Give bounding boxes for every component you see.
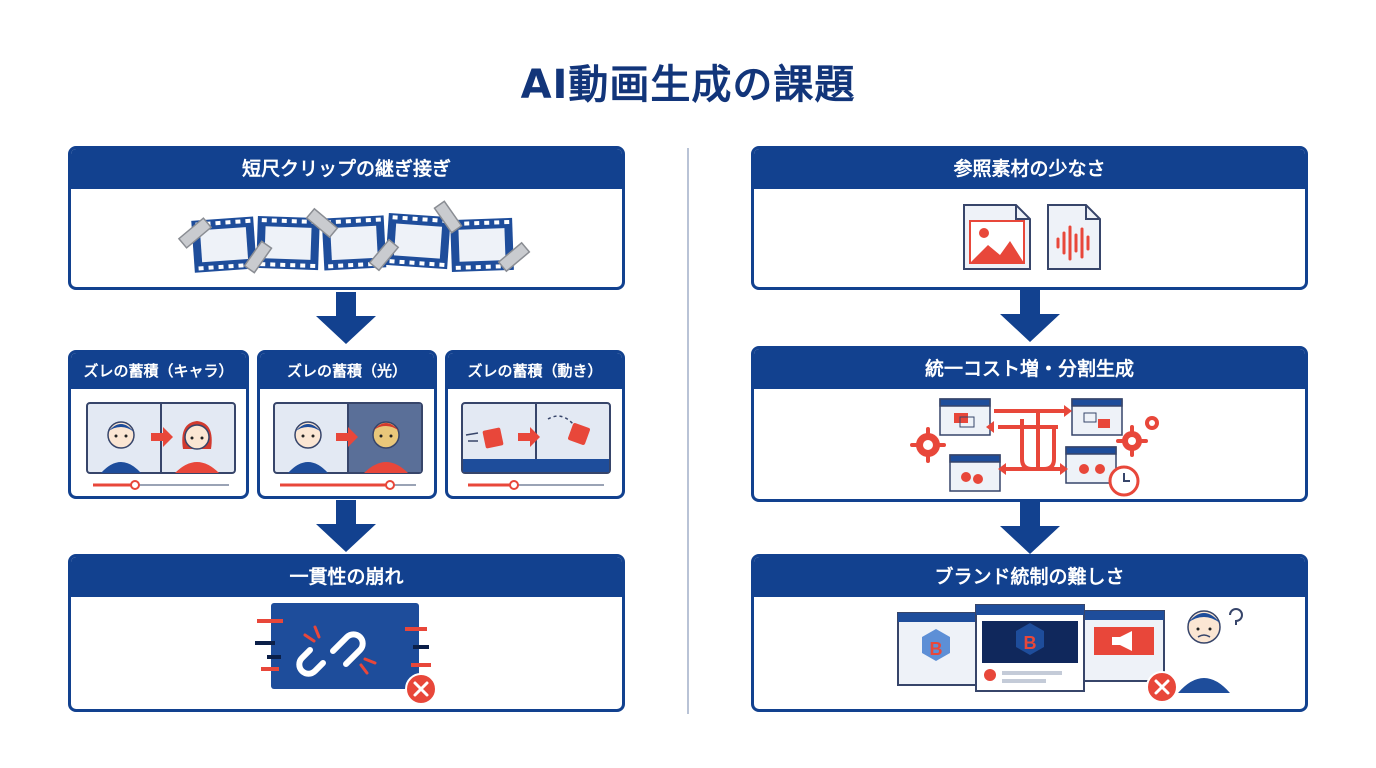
card-clip-stitching: 短尺クリップの継ぎ接ぎ xyxy=(68,146,625,290)
down-arrow-icon xyxy=(316,500,376,552)
image-file-icon xyxy=(963,204,1031,270)
motion-drift-icon xyxy=(461,402,611,490)
card-body xyxy=(71,189,622,287)
card-title: ズレの蓄積（キャラ） xyxy=(71,353,246,389)
card-drift-character: ズレの蓄積（キャラ） xyxy=(68,350,249,499)
card-body xyxy=(71,389,246,496)
card-consistency-breakdown: 一貫性の崩れ xyxy=(68,554,625,712)
card-title: 参照素材の少なさ xyxy=(754,149,1305,189)
card-title: 統一コスト増・分割生成 xyxy=(754,349,1305,389)
card-body xyxy=(260,389,434,496)
card-title: ブランド統制の難しさ xyxy=(754,557,1305,597)
broken-chain-icon xyxy=(255,603,437,705)
brand-inconsistency-icon: B B xyxy=(897,604,1243,703)
card-title: ズレの蓄積（動き） xyxy=(448,353,622,389)
card-drift-motion: ズレの蓄積（動き） xyxy=(445,350,625,499)
card-body xyxy=(448,389,622,496)
lighting-drift-icon xyxy=(273,402,423,490)
card-drift-lighting: ズレの蓄積（光） xyxy=(257,350,437,499)
split-workflow-icon xyxy=(910,398,1159,497)
card-body xyxy=(754,389,1305,499)
card-body xyxy=(71,597,622,709)
brand-logo-letter: B xyxy=(930,639,943,659)
brand-logo-letter: B xyxy=(1024,633,1037,653)
error-x-icon xyxy=(405,673,437,705)
reference-files-icon xyxy=(963,204,1101,270)
column-divider xyxy=(687,148,689,714)
card-title: 短尺クリップの継ぎ接ぎ xyxy=(71,149,622,189)
card-reference-scarcity: 参照素材の少なさ xyxy=(751,146,1308,290)
character-drift-icon xyxy=(86,402,236,490)
card-unification-cost: 統一コスト増・分割生成 xyxy=(751,346,1308,502)
error-x-icon xyxy=(1146,671,1178,703)
card-title: 一貫性の崩れ xyxy=(71,557,622,597)
card-body xyxy=(754,189,1305,287)
audio-file-icon xyxy=(1047,204,1101,270)
card-body: B B xyxy=(754,597,1305,709)
page-title: AI動画生成の課題 xyxy=(520,62,856,108)
card-title: ズレの蓄積（光） xyxy=(260,353,434,389)
down-arrow-icon xyxy=(1000,290,1060,342)
down-arrow-icon xyxy=(316,292,376,344)
patched-film-strip-icon xyxy=(177,200,531,274)
card-brand-control: ブランド統制の難しさ B B xyxy=(751,554,1308,712)
down-arrow-icon xyxy=(1000,502,1060,554)
